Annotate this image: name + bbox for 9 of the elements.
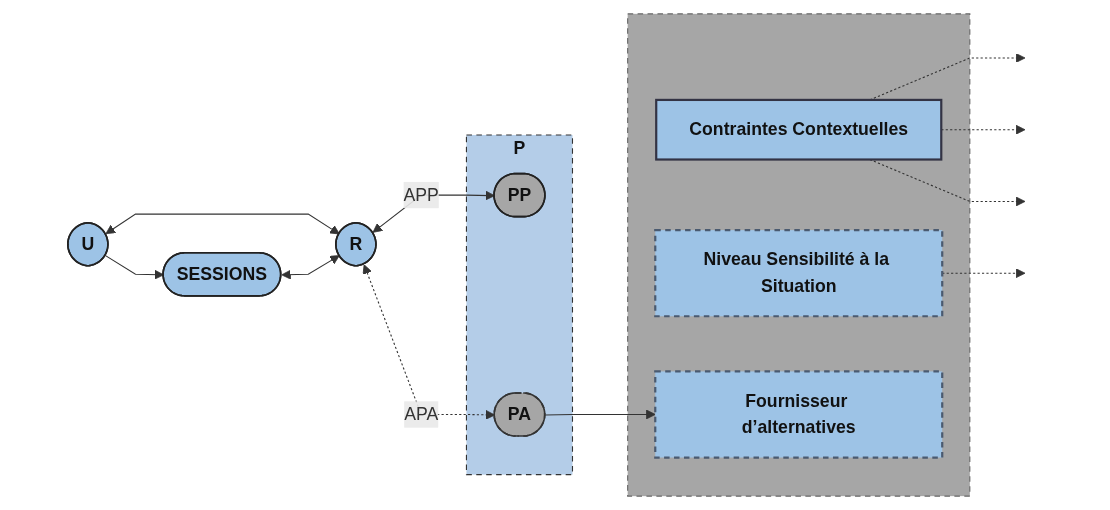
node-box: Niveau Sensibilité à la Situation xyxy=(654,229,944,318)
edge-label: APP xyxy=(403,185,440,204)
arrow xyxy=(545,409,656,420)
arrow xyxy=(105,213,341,235)
cluster xyxy=(627,13,971,497)
node-box: Fournisseur d’alternatives xyxy=(654,370,944,459)
edge-label: APA xyxy=(404,404,439,424)
node-box: Contraintes Contextuelles xyxy=(655,98,943,161)
arrow xyxy=(281,255,341,280)
